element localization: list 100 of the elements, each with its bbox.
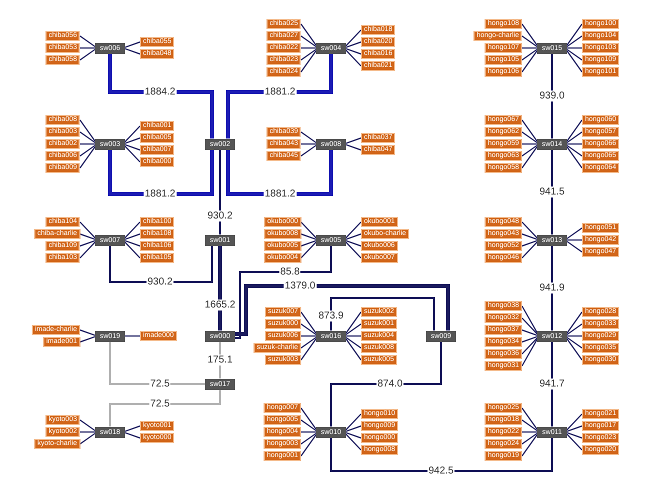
link-line <box>346 312 362 334</box>
link-line <box>551 342 553 426</box>
edge-label: 1881.2 <box>264 188 296 200</box>
link-line <box>80 36 96 48</box>
link-line <box>522 47 537 49</box>
link-line <box>522 242 538 258</box>
link-line <box>522 432 538 444</box>
link-line <box>566 240 582 252</box>
edge-label: 941.7 <box>538 378 566 390</box>
link-line <box>300 240 316 247</box>
link-line <box>300 144 316 156</box>
link-line <box>522 338 538 354</box>
link-line <box>522 336 538 343</box>
link-line <box>566 36 582 48</box>
link-line <box>300 24 316 46</box>
link-line <box>551 54 553 138</box>
link-line <box>219 150 221 234</box>
link-line <box>566 146 582 168</box>
link-line <box>300 432 316 444</box>
edge-label: 941.9 <box>538 282 566 294</box>
link-line <box>522 222 538 238</box>
link-line <box>346 30 362 46</box>
link-line <box>330 438 553 472</box>
link-line <box>522 420 538 432</box>
link-line <box>301 335 316 337</box>
link-line <box>80 240 96 247</box>
link-line <box>300 338 316 360</box>
link-line <box>124 425 140 432</box>
link-line <box>522 24 538 46</box>
edge-label: 930.2 <box>146 276 174 288</box>
edge-label: 85.8 <box>279 266 301 278</box>
link-line <box>566 336 582 348</box>
link-line <box>346 414 362 430</box>
link-line <box>566 228 582 240</box>
edge-label: 942.5 <box>427 466 455 476</box>
link-line <box>80 143 95 145</box>
link-line <box>80 431 95 433</box>
link-line <box>566 50 582 72</box>
edge-label: 1881.2 <box>144 188 176 200</box>
edge-label: 72.5 <box>149 378 171 390</box>
link-line <box>346 233 362 240</box>
link-line <box>346 336 362 348</box>
link-line <box>124 126 140 142</box>
link-line <box>124 240 140 247</box>
link-line <box>124 432 140 439</box>
link-line <box>300 408 316 430</box>
link-line <box>80 146 96 168</box>
link-line <box>551 246 553 330</box>
link-line <box>300 132 316 144</box>
link-line <box>566 132 582 144</box>
link-line <box>522 431 537 433</box>
link-line <box>566 324 582 336</box>
link-line <box>346 48 362 55</box>
link-line <box>566 120 582 142</box>
link-line <box>80 120 96 142</box>
link-line <box>330 297 435 330</box>
link-line <box>235 246 332 339</box>
link-line <box>522 50 538 72</box>
link-line <box>522 233 538 240</box>
link-line <box>346 240 362 247</box>
edge-label: 1665.2 <box>204 300 236 310</box>
link-line <box>522 434 538 456</box>
link-line <box>80 132 96 144</box>
link-line <box>124 146 140 162</box>
link-line <box>522 144 538 156</box>
link-line <box>567 239 582 241</box>
edge-label: 930.2 <box>206 210 234 222</box>
link-line <box>522 146 538 168</box>
link-line <box>346 434 362 450</box>
link-line <box>566 425 582 432</box>
link-line <box>80 48 96 60</box>
link-line <box>124 144 140 151</box>
link-line <box>346 50 362 66</box>
link-line <box>80 233 96 240</box>
link-line <box>522 132 538 144</box>
link-line <box>522 329 538 336</box>
link-line <box>235 284 450 336</box>
link-line <box>346 144 362 151</box>
link-line <box>346 324 362 336</box>
link-line <box>109 390 221 426</box>
link-line <box>346 41 362 48</box>
link-line <box>80 329 96 336</box>
link-line <box>522 408 538 430</box>
link-line <box>522 318 538 334</box>
link-line <box>218 246 222 330</box>
edge-label: 175.1 <box>206 354 234 366</box>
link-line <box>80 222 96 238</box>
link-line <box>346 242 362 258</box>
link-line <box>522 36 538 48</box>
link-line <box>521 306 538 333</box>
link-line <box>80 242 96 258</box>
link-line <box>80 144 96 156</box>
link-line <box>80 47 95 49</box>
link-line <box>80 336 96 343</box>
link-line <box>566 432 582 439</box>
link-line <box>124 137 140 144</box>
link-line <box>301 431 316 433</box>
link-line <box>566 144 582 156</box>
link-line <box>346 222 362 238</box>
link-line <box>300 48 316 60</box>
